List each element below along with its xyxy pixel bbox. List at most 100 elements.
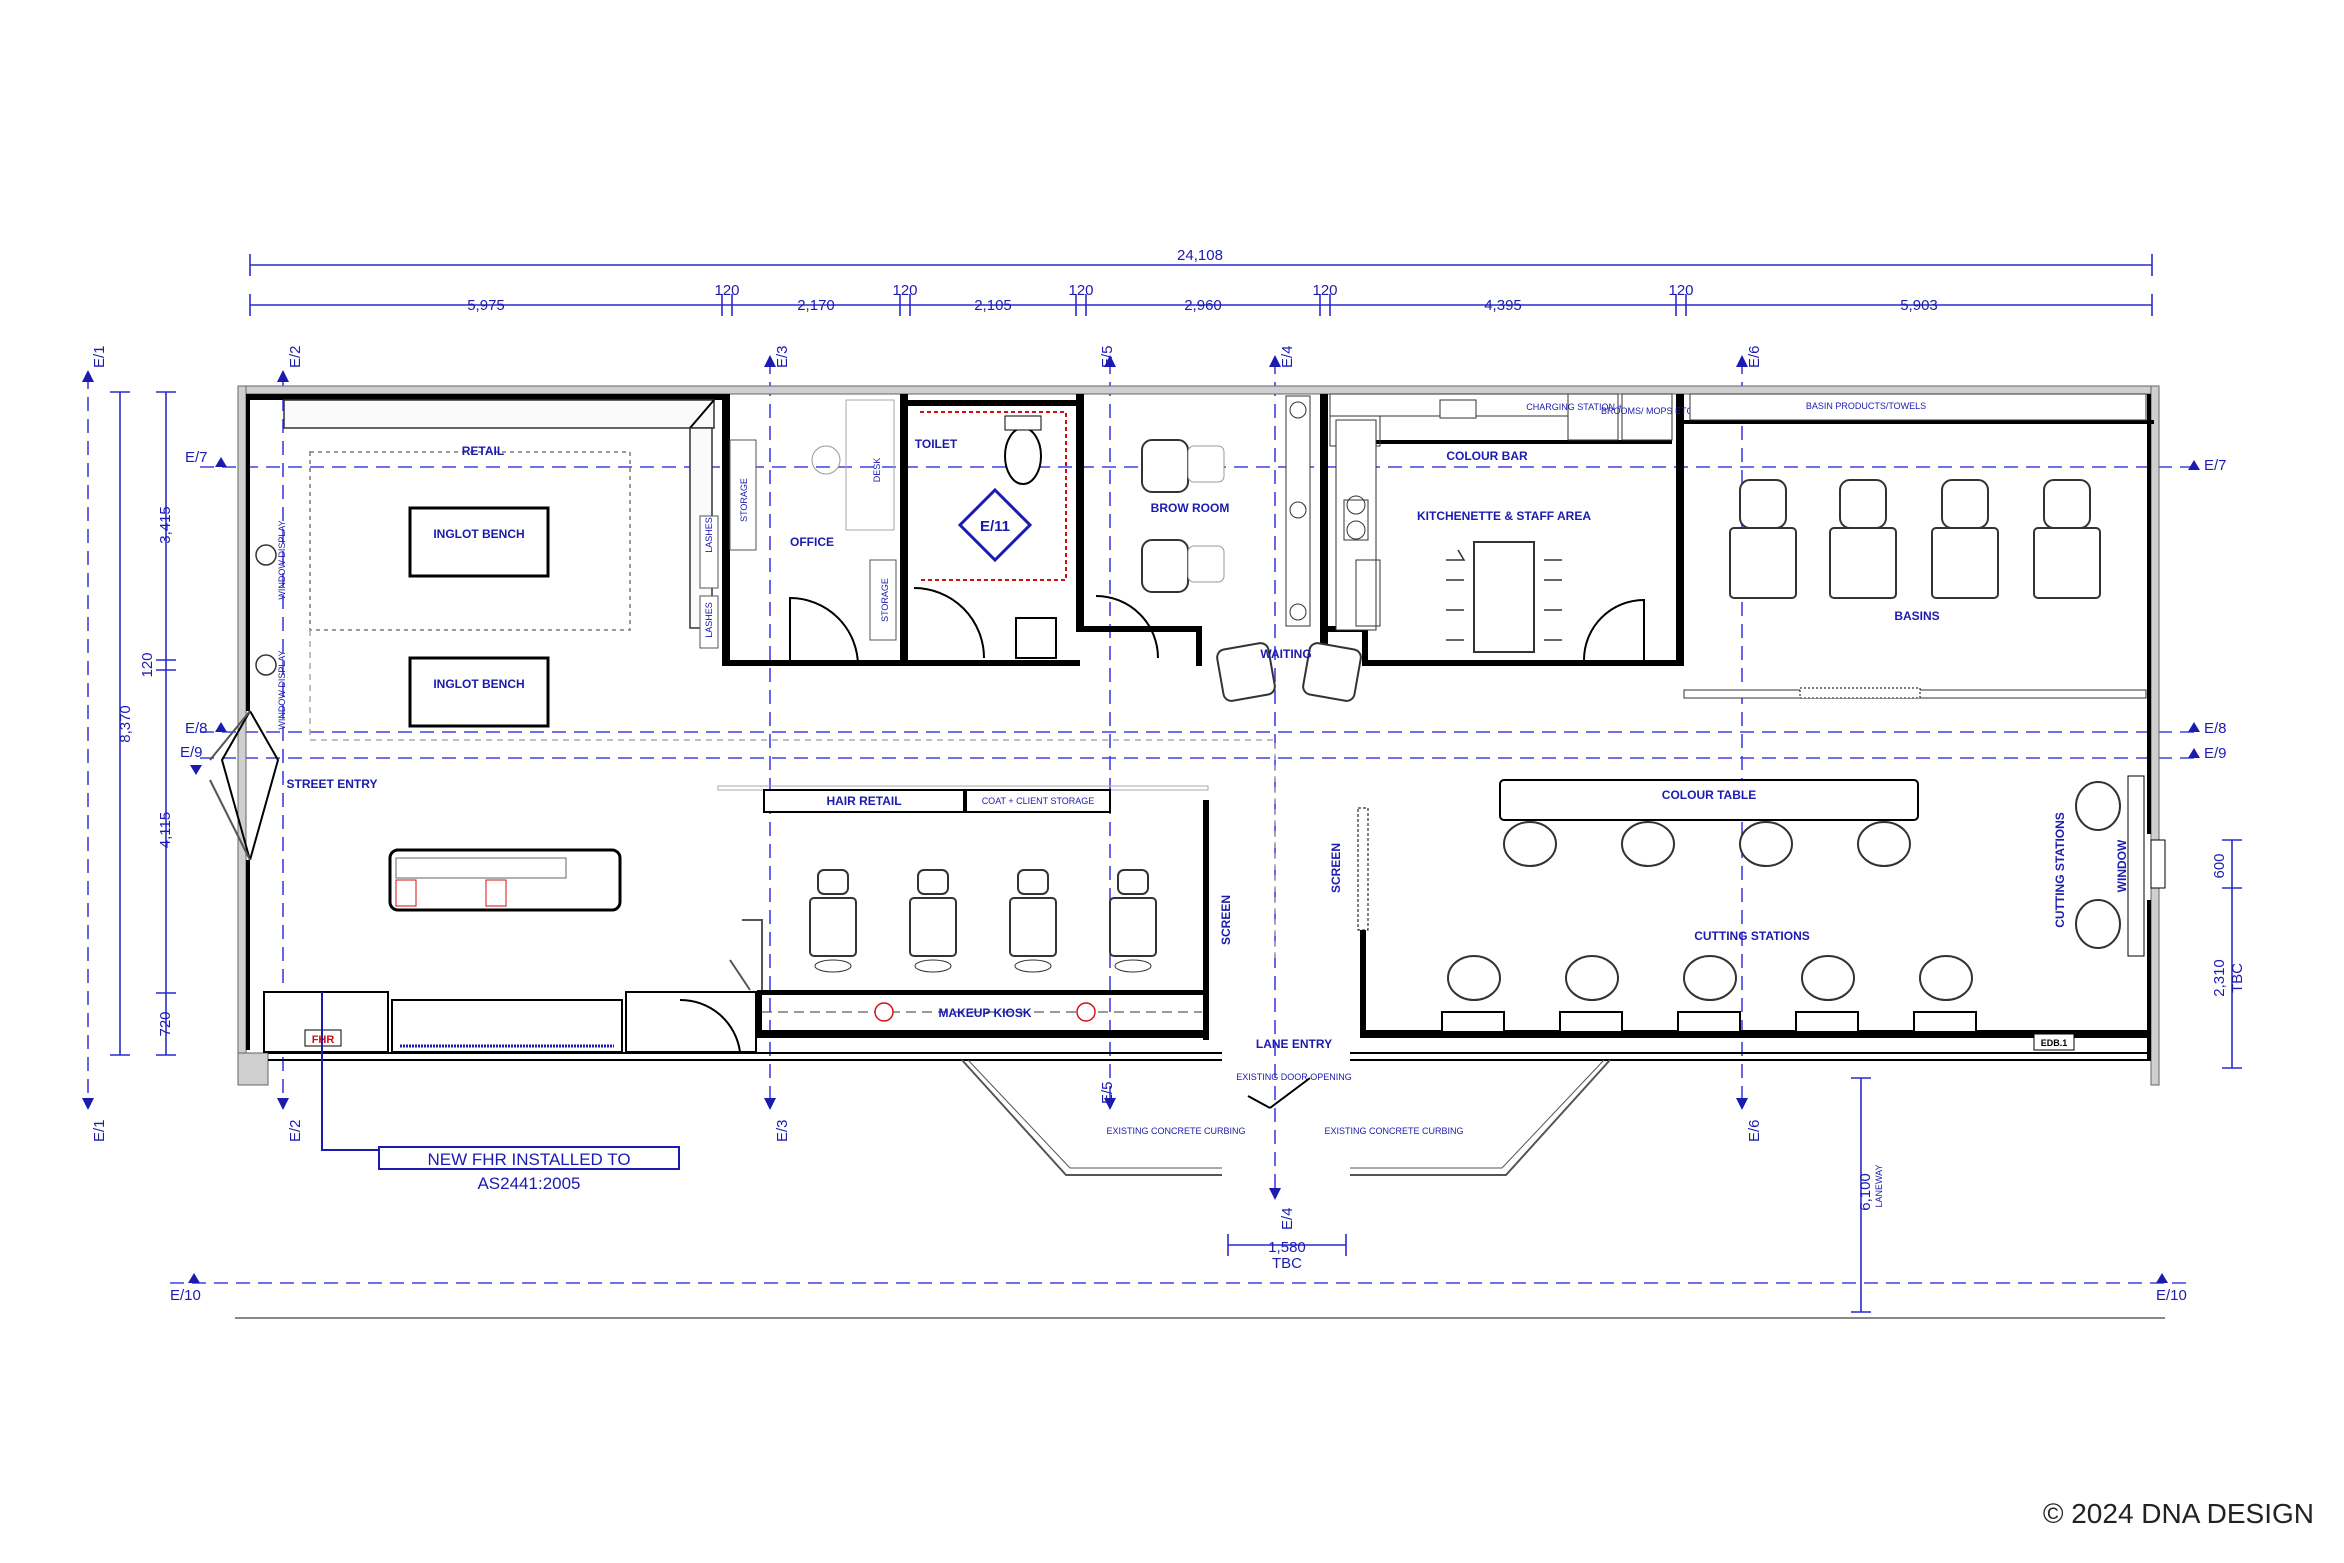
- label-kitchenette: KITCHENETTE & STAFF AREA: [1417, 509, 1591, 523]
- basin-chair-4: [2033, 479, 2101, 599]
- label-basins: BASINS: [1894, 609, 1939, 623]
- lane-door[interactable]: [1247, 1077, 1311, 1109]
- copyright: © 2024 DNA DESIGN: [2042, 1498, 2314, 1529]
- label-lashes-1: LASHES: [704, 517, 714, 553]
- label-colour-table: COLOUR TABLE: [1662, 788, 1756, 802]
- dim-seg-10: 120: [1668, 282, 1693, 299]
- grid-label-e7-right: E/7: [2204, 457, 2227, 474]
- label-desk: DESK: [872, 458, 882, 483]
- office-chair: [811, 445, 841, 475]
- dim-lane-tbc: TBC: [1272, 1255, 1302, 1272]
- inglot-bench-1: [408, 506, 550, 578]
- dim-seg-4: 120: [892, 282, 917, 299]
- label-edb: EDB.1: [2041, 1038, 2068, 1048]
- building-shell: [237, 385, 2160, 1086]
- dim-seg-6: 120: [1068, 282, 1093, 299]
- dim-seg-8: 120: [1312, 282, 1337, 299]
- downlight-1: [255, 544, 277, 566]
- label-retail: RETAIL: [462, 444, 504, 458]
- toilet-bowl: [1004, 427, 1042, 485]
- side-chair-2: [2075, 899, 2121, 949]
- grid-label-e9-right: E/9: [2204, 745, 2227, 762]
- colour-stool-4: [1857, 821, 1911, 867]
- grid-label-e8-left: E/8: [185, 720, 208, 737]
- label-street-entry: STREET ENTRY: [287, 777, 378, 791]
- dim-seg-2: 120: [714, 282, 739, 299]
- inglot-bench-2: [408, 656, 550, 728]
- basin-chair-1: [1729, 479, 1797, 599]
- side-chair-1: [2075, 781, 2121, 831]
- label-e11: E/11: [980, 518, 1010, 535]
- waiting-chair-2: [1302, 642, 1362, 702]
- label-charging: CHARGING STATION + COMMS: [1526, 402, 1659, 412]
- lane-dimension: 1,580 TBC 6,100: [1227, 1077, 1874, 1313]
- dim-seg-7: 2,960: [1184, 297, 1222, 314]
- hair-retail-shelf: [763, 789, 965, 813]
- styling-chair-2: [909, 869, 957, 973]
- dim-seg-11: 5,903: [1900, 297, 1938, 314]
- grid-label-e10-left: E/10: [170, 1287, 201, 1304]
- grid-label-e9-left: E/9: [180, 744, 203, 761]
- colour-stool-1: [1503, 821, 1557, 867]
- label-cutting-stations-side: CUTTING STATIONS: [2053, 812, 2067, 928]
- label-lashes-2: LASHES: [704, 602, 714, 638]
- kitchen-door[interactable]: [1583, 598, 1645, 661]
- grid-label-e10-right: E/10: [2156, 1287, 2187, 1304]
- label-waiting: WAITING: [1260, 647, 1311, 661]
- cutting-chair-1: [1447, 955, 1501, 1001]
- staff-table: [1473, 541, 1535, 653]
- downlight-2: [255, 654, 277, 676]
- curbing-left: [961, 1059, 1222, 1176]
- label-curbing-right: EXISTING CONCRETE CURBING: [1324, 1126, 1463, 1136]
- toilet-room: TOILET E/11: [908, 400, 1076, 659]
- dim-seg-3: 2,170: [797, 297, 835, 314]
- dim-right-3: TBC: [2229, 963, 2246, 993]
- grid-labels: E/1 E/1 E/2 E/2 E/3 E/3 E/5 E/5 E/4 E/4 …: [82, 345, 2227, 1304]
- grid-label-e3-top: E/3: [774, 345, 791, 368]
- grid-label-e8-right: E/8: [2204, 720, 2227, 737]
- waiting-area: WAITING: [1216, 642, 1362, 702]
- brow-room: BROW ROOM: [1095, 395, 1311, 659]
- label-office: OFFICE: [790, 535, 834, 549]
- grid-label-e1-bottom: E/1: [91, 1119, 108, 1142]
- grid-label-e4-bottom: E/4: [1279, 1207, 1296, 1230]
- basin-chair-2: [1829, 479, 1897, 599]
- office-door[interactable]: [789, 596, 859, 667]
- grid-label-e7-left: E/7: [185, 449, 208, 466]
- label-street-entry-text: STREET ENTRY: [287, 777, 378, 791]
- toilet-basin: [1015, 617, 1057, 659]
- brow-door[interactable]: [1095, 595, 1159, 659]
- hair-retail-zone: HAIR RETAIL COAT + CLIENT STORAGE SCREEN…: [717, 785, 1233, 1022]
- dim-overall-width: 24,108: [1177, 247, 1223, 264]
- dim-seg-5: 2,105: [974, 297, 1012, 314]
- label-brooms: BROOMS/ MOPS ETC: [1601, 406, 1694, 416]
- dim-right-1: 600: [2211, 853, 2228, 878]
- top-dimensions: 24,108 5,975 120 2,170 120 2,105 120 2,9…: [249, 247, 2153, 316]
- dim-right-2: 2,310: [2211, 959, 2228, 997]
- street-entry-door[interactable]: [220, 710, 280, 861]
- brow-chair-1: [1141, 439, 1225, 493]
- grid-triangle-e1-bottom: [82, 1098, 94, 1110]
- dim-left-2: 120: [139, 652, 156, 677]
- waiting-chair-1: [1216, 642, 1276, 702]
- cutting-chair-4: [1801, 955, 1855, 1001]
- label-fhr: FHR: [312, 1034, 335, 1046]
- label-inglot-bench-2: INGLOT BENCH: [433, 677, 524, 691]
- label-toilet: TOILET: [915, 437, 958, 451]
- circulation-path: [309, 630, 1276, 960]
- styling-chair-1: [809, 869, 857, 973]
- makeup-stool-2: [1076, 1002, 1096, 1022]
- dim-lane-width: 1,580: [1268, 1239, 1306, 1256]
- toilet-door[interactable]: [913, 587, 985, 659]
- right-dimensions: 600 2,310 TBC: [2211, 839, 2246, 1069]
- window-opening: [2150, 839, 2166, 889]
- grid-label-e2-bottom: E/2: [287, 1119, 304, 1142]
- colour-table: [1499, 779, 1919, 821]
- label-curbing-left: EXISTING CONCRETE CURBING: [1106, 1126, 1245, 1136]
- styling-chair-3: [1009, 869, 1057, 973]
- dim-left-3: 4,115: [157, 812, 174, 848]
- grid-label-e5-top: E/5: [1099, 345, 1116, 368]
- label-window: WINDOW: [2115, 839, 2129, 892]
- label-basin-products: BASIN PRODUCTS/TOWELS: [1806, 401, 1926, 411]
